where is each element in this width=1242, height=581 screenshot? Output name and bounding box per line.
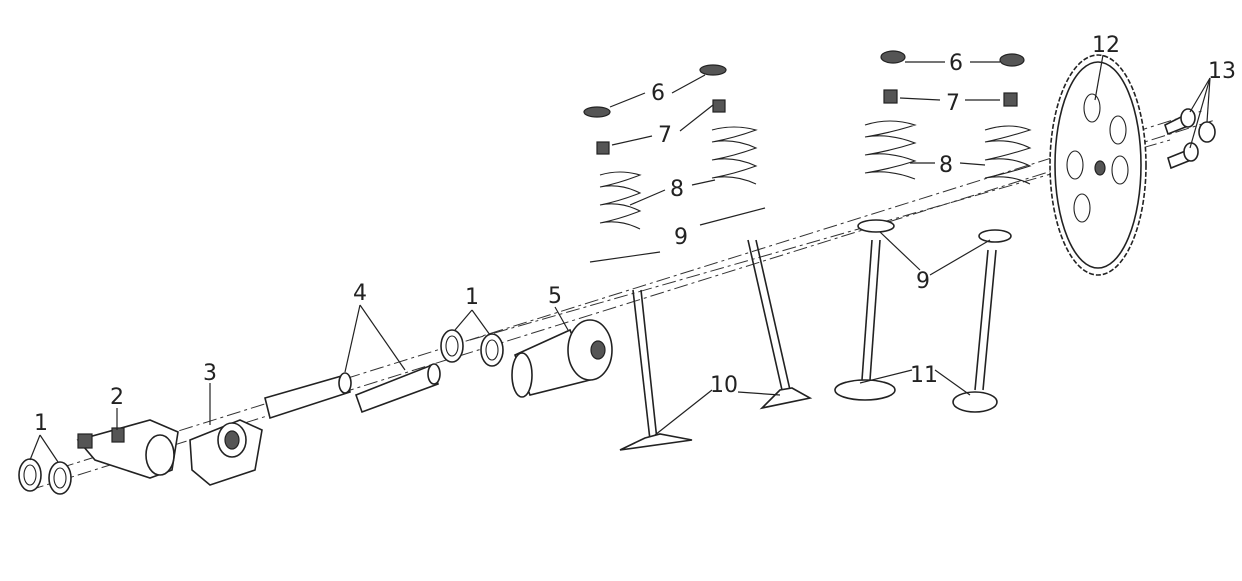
callout-13: 13 bbox=[1208, 59, 1236, 84]
rocker-arm-bracket bbox=[189, 419, 263, 486]
sprocket-bolts bbox=[1164, 108, 1216, 170]
callout-4: 4 bbox=[353, 281, 367, 306]
callout-8-a: 8 bbox=[670, 177, 684, 202]
callout-2: 2 bbox=[110, 385, 124, 410]
callout-7-a: 7 bbox=[658, 123, 672, 148]
callout-labels: 1 1 2 3 4 5 6 6 7 7 8 8 9 9 10 11 12 13 bbox=[34, 33, 1236, 436]
callout-1-left: 1 bbox=[34, 411, 48, 436]
callout-10: 10 bbox=[710, 373, 738, 398]
callout-9-b: 9 bbox=[916, 269, 930, 294]
leader-lines bbox=[29, 54, 1211, 463]
cam-sprocket bbox=[1049, 54, 1147, 276]
rocker-shafts bbox=[264, 363, 441, 420]
callout-7-b: 7 bbox=[946, 91, 960, 116]
valve-assembly-1 bbox=[583, 106, 693, 451]
callout-11: 11 bbox=[910, 363, 938, 388]
callout-6-b: 6 bbox=[949, 51, 963, 76]
rocker-arm bbox=[76, 419, 179, 479]
valve-assembly-3 bbox=[834, 50, 917, 401]
valve-assembly-2 bbox=[699, 64, 813, 410]
callout-8-b: 8 bbox=[939, 153, 953, 178]
callout-12: 12 bbox=[1092, 33, 1120, 58]
callout-9-a: 9 bbox=[674, 225, 688, 250]
washer-left bbox=[18, 458, 72, 495]
callout-1-right: 1 bbox=[465, 285, 479, 310]
valve-assembly-4 bbox=[952, 53, 1032, 413]
callout-3: 3 bbox=[203, 361, 217, 386]
washer-right bbox=[440, 329, 504, 367]
callout-5: 5 bbox=[548, 284, 562, 309]
camshaft bbox=[511, 319, 613, 398]
callout-6-a: 6 bbox=[651, 81, 665, 106]
